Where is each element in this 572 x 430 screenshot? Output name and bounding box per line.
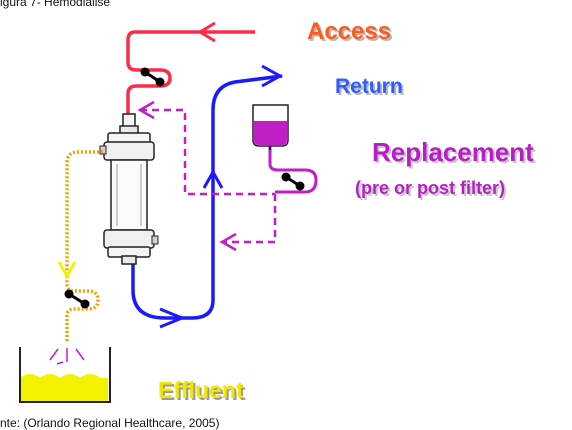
clamp-icon — [140, 67, 165, 87]
access-line — [126, 21, 255, 118]
effluent-line — [57, 150, 103, 342]
effluent-label: Effluent — [158, 377, 244, 403]
replacement-label: Replacement — [372, 137, 534, 167]
access-label: Access — [307, 18, 392, 45]
source-caption: nte: (Orlando Regional Healthcare, 2005) — [0, 416, 220, 430]
replacement-sublabel: (pre or post filter) — [355, 178, 506, 198]
return-line — [131, 64, 284, 329]
clamp-icon — [281, 172, 305, 191]
replacement-line — [137, 100, 318, 252]
collection-container-icon — [19, 347, 111, 403]
clamp-icon — [64, 289, 90, 309]
filter-cartridge-icon — [99, 113, 159, 265]
return-label: Return — [335, 75, 403, 98]
replacement-bag-icon — [252, 104, 289, 150]
figure-caption: igura 7- Hemodialise — [0, 0, 111, 9]
